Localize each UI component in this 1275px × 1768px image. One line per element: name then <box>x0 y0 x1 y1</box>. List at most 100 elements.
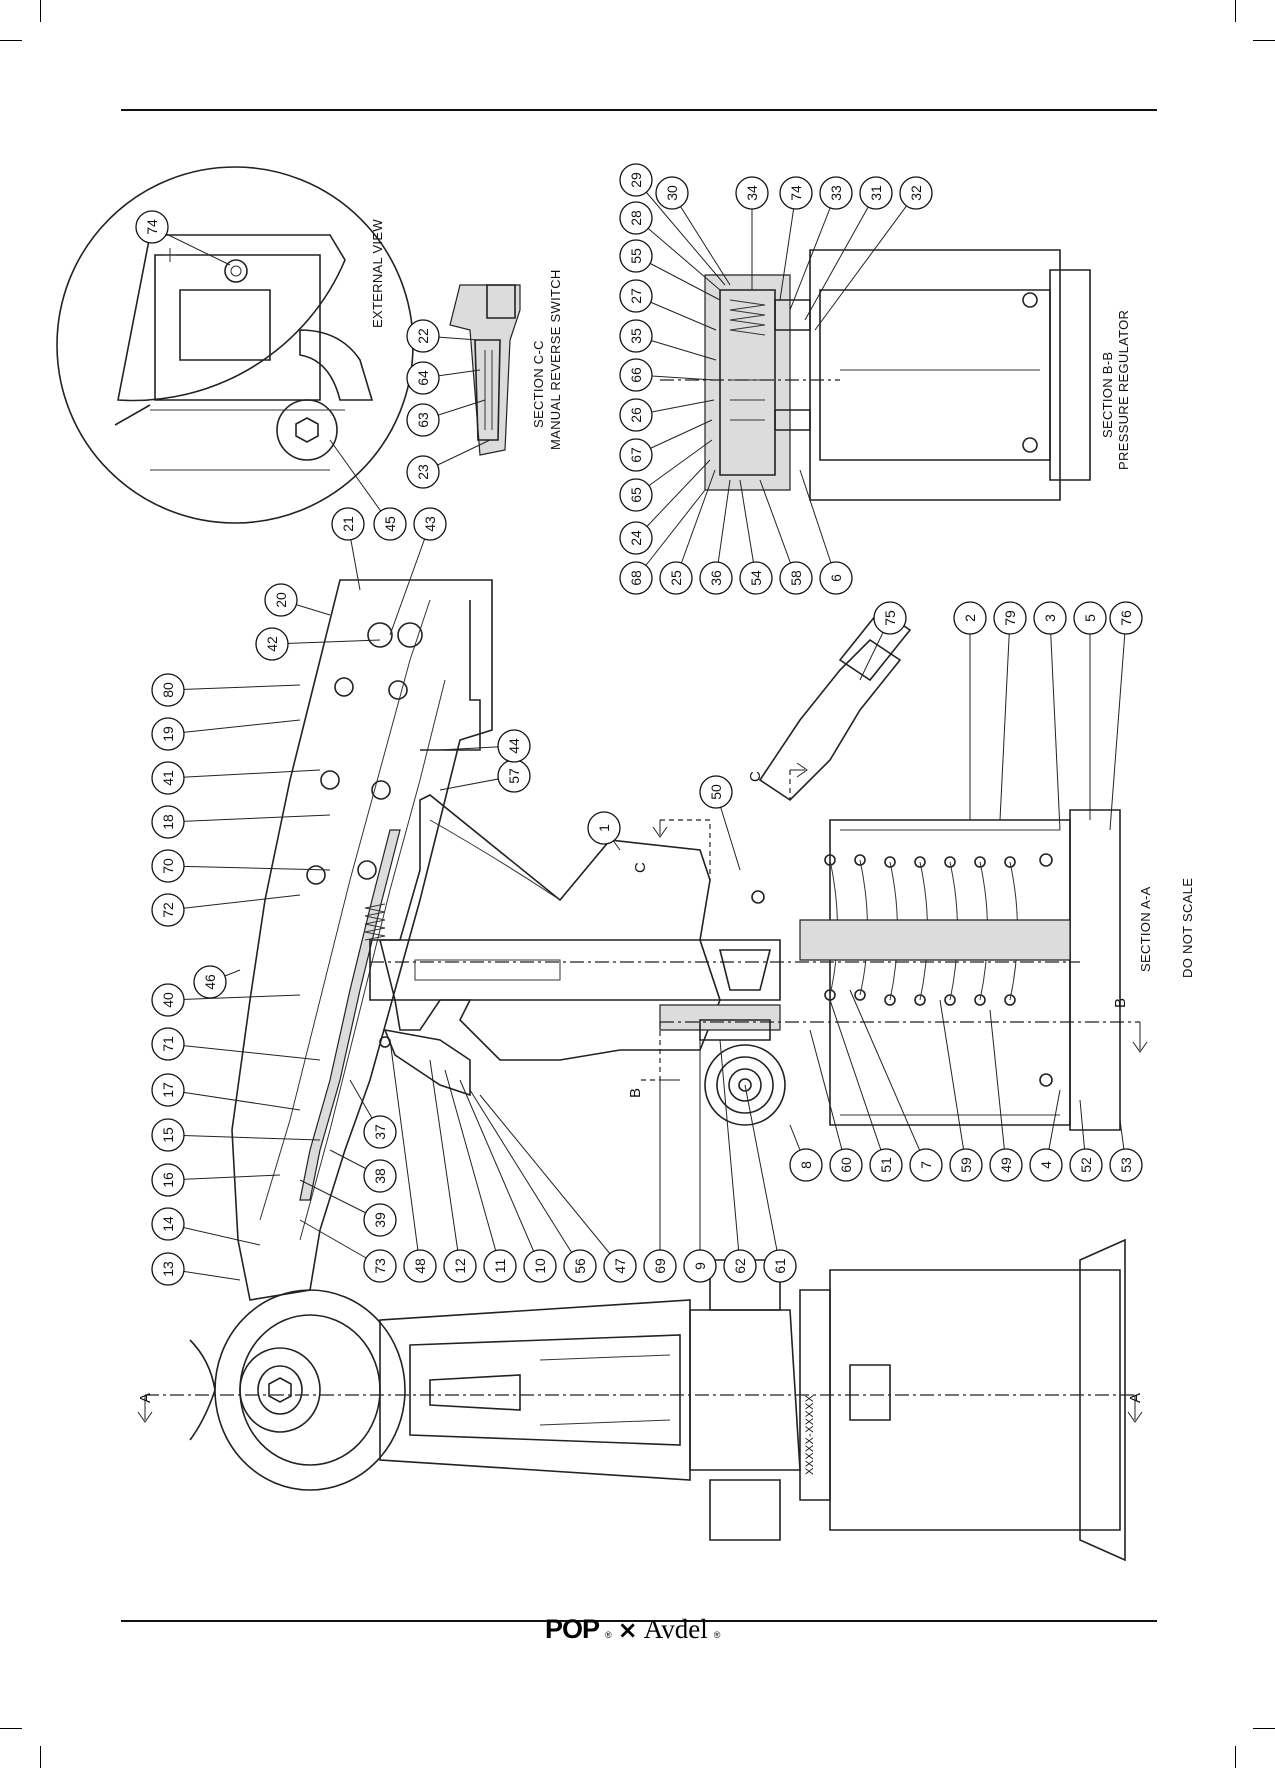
callout-bubble <box>563 1249 597 1283</box>
part-callout-50: 50 <box>699 775 741 871</box>
callout-number: 10 <box>532 1258 548 1274</box>
callout-leader <box>779 192 797 301</box>
callout-number: 1 <box>596 824 612 832</box>
callout-number: 46 <box>202 974 218 990</box>
callout-bubble <box>403 1249 437 1283</box>
section-aa-body <box>231 579 1121 1301</box>
callout-bubble <box>151 1027 185 1061</box>
part-callout-66: 66 <box>619 358 715 392</box>
part-callout-39: 39 <box>299 1179 397 1237</box>
callout-number: 37 <box>372 1124 388 1140</box>
crop-mark <box>1253 1728 1275 1729</box>
callout-leader <box>671 192 731 286</box>
part-callout-47: 47 <box>479 1094 637 1283</box>
callout-leader <box>271 639 381 645</box>
callout-leader <box>719 1039 741 1267</box>
callout-number: 74 <box>788 185 804 201</box>
callout-leader <box>389 1039 421 1267</box>
part-callout-3: 3 <box>1033 601 1067 831</box>
callout-bubble <box>869 1148 903 1182</box>
part-callout-1: 1 <box>587 811 621 851</box>
callout-bubble <box>619 279 653 313</box>
part-callout-65: 65 <box>619 439 713 512</box>
callout-number: 51 <box>878 1157 894 1173</box>
callout-leader <box>789 192 837 311</box>
callout-bubble <box>819 561 853 595</box>
part-callout-53: 53 <box>1109 1119 1143 1182</box>
callout-bubble <box>406 403 440 437</box>
part-callout-26: 26 <box>619 398 715 432</box>
callout-bubble <box>619 319 653 353</box>
callout-bubble <box>723 1249 757 1283</box>
logo-mark: ⨯ <box>617 1616 638 1644</box>
callout-number: 26 <box>628 407 644 423</box>
part-callout-51: 51 <box>829 999 903 1182</box>
callout-leader <box>167 894 301 911</box>
callout-number: 66 <box>628 367 644 383</box>
callout-bubble <box>619 398 653 432</box>
callout-number: 70 <box>160 858 176 874</box>
callout-bubble <box>949 1148 983 1182</box>
svg-text:B: B <box>627 1088 644 1098</box>
callout-number: 67 <box>628 447 644 463</box>
section-cc-title: SECTION C-C <box>531 340 546 428</box>
callout-number: 54 <box>748 570 764 586</box>
callout-bubble <box>873 601 907 635</box>
crop-mark <box>1235 0 1236 22</box>
callout-number: 19 <box>160 726 176 742</box>
brand-logo: POP® ⨯ Avdel® <box>545 1614 720 1650</box>
callout-bubble <box>151 717 185 751</box>
part-callout-37: 37 <box>349 1079 397 1149</box>
part-callout-24: 24 <box>619 459 711 555</box>
callout-leader <box>939 999 967 1166</box>
logo-reg-1: ® <box>605 1630 612 1640</box>
callout-number: 50 <box>708 784 724 800</box>
part-callout-20: 20 <box>264 583 331 617</box>
svg-text:A: A <box>137 1393 154 1403</box>
part-callout-8: 8 <box>789 1124 823 1182</box>
callout-number: 42 <box>264 636 280 652</box>
callout-leader <box>329 439 391 525</box>
callout-leader <box>809 1029 847 1166</box>
crop-mark <box>1235 1746 1236 1768</box>
header-rule <box>121 109 1157 111</box>
callout-number: 36 <box>708 570 724 586</box>
part-callout-21: 21 <box>331 507 365 591</box>
svg-text:B: B <box>1112 998 1129 1008</box>
callout-leader <box>459 1079 541 1267</box>
part-callout-63: 63 <box>406 399 486 437</box>
callout-bubble <box>587 811 621 845</box>
callout-bubble <box>255 627 289 661</box>
callout-bubble <box>619 239 653 273</box>
crop-mark <box>0 40 22 41</box>
callout-bubble <box>363 1249 397 1283</box>
section-aa-label: SECTION A-A <box>1138 886 1153 972</box>
part-callout-32: 32 <box>814 176 933 331</box>
callout-leader <box>675 469 716 579</box>
callout-number: 32 <box>908 185 924 201</box>
callout-leader <box>799 469 837 579</box>
part-callout-76: 76 <box>1109 601 1143 831</box>
callout-number: 80 <box>160 682 176 698</box>
callout-number: 64 <box>415 370 431 386</box>
callout-bubble <box>763 1249 797 1283</box>
callout-bubble <box>989 1148 1023 1182</box>
callout-bubble <box>859 176 893 210</box>
callout-number: 20 <box>273 592 289 608</box>
callout-number: 34 <box>744 185 760 201</box>
part-callout-13: 13 <box>151 1252 241 1286</box>
crop-mark <box>1253 40 1275 41</box>
part-callout-28: 28 <box>619 201 721 291</box>
part-callout-15: 15 <box>151 1118 321 1152</box>
callout-number: 58 <box>788 570 804 586</box>
callout-bubble <box>993 601 1027 635</box>
callout-leader <box>849 989 927 1166</box>
callout-number: 68 <box>628 570 644 586</box>
callout-number: 11 <box>492 1259 508 1274</box>
callout-leader <box>1109 617 1127 831</box>
part-callout-22: 22 <box>406 319 479 353</box>
callout-number: 53 <box>1118 1157 1134 1173</box>
callout-leader <box>389 523 431 636</box>
callout-leader <box>167 769 321 779</box>
